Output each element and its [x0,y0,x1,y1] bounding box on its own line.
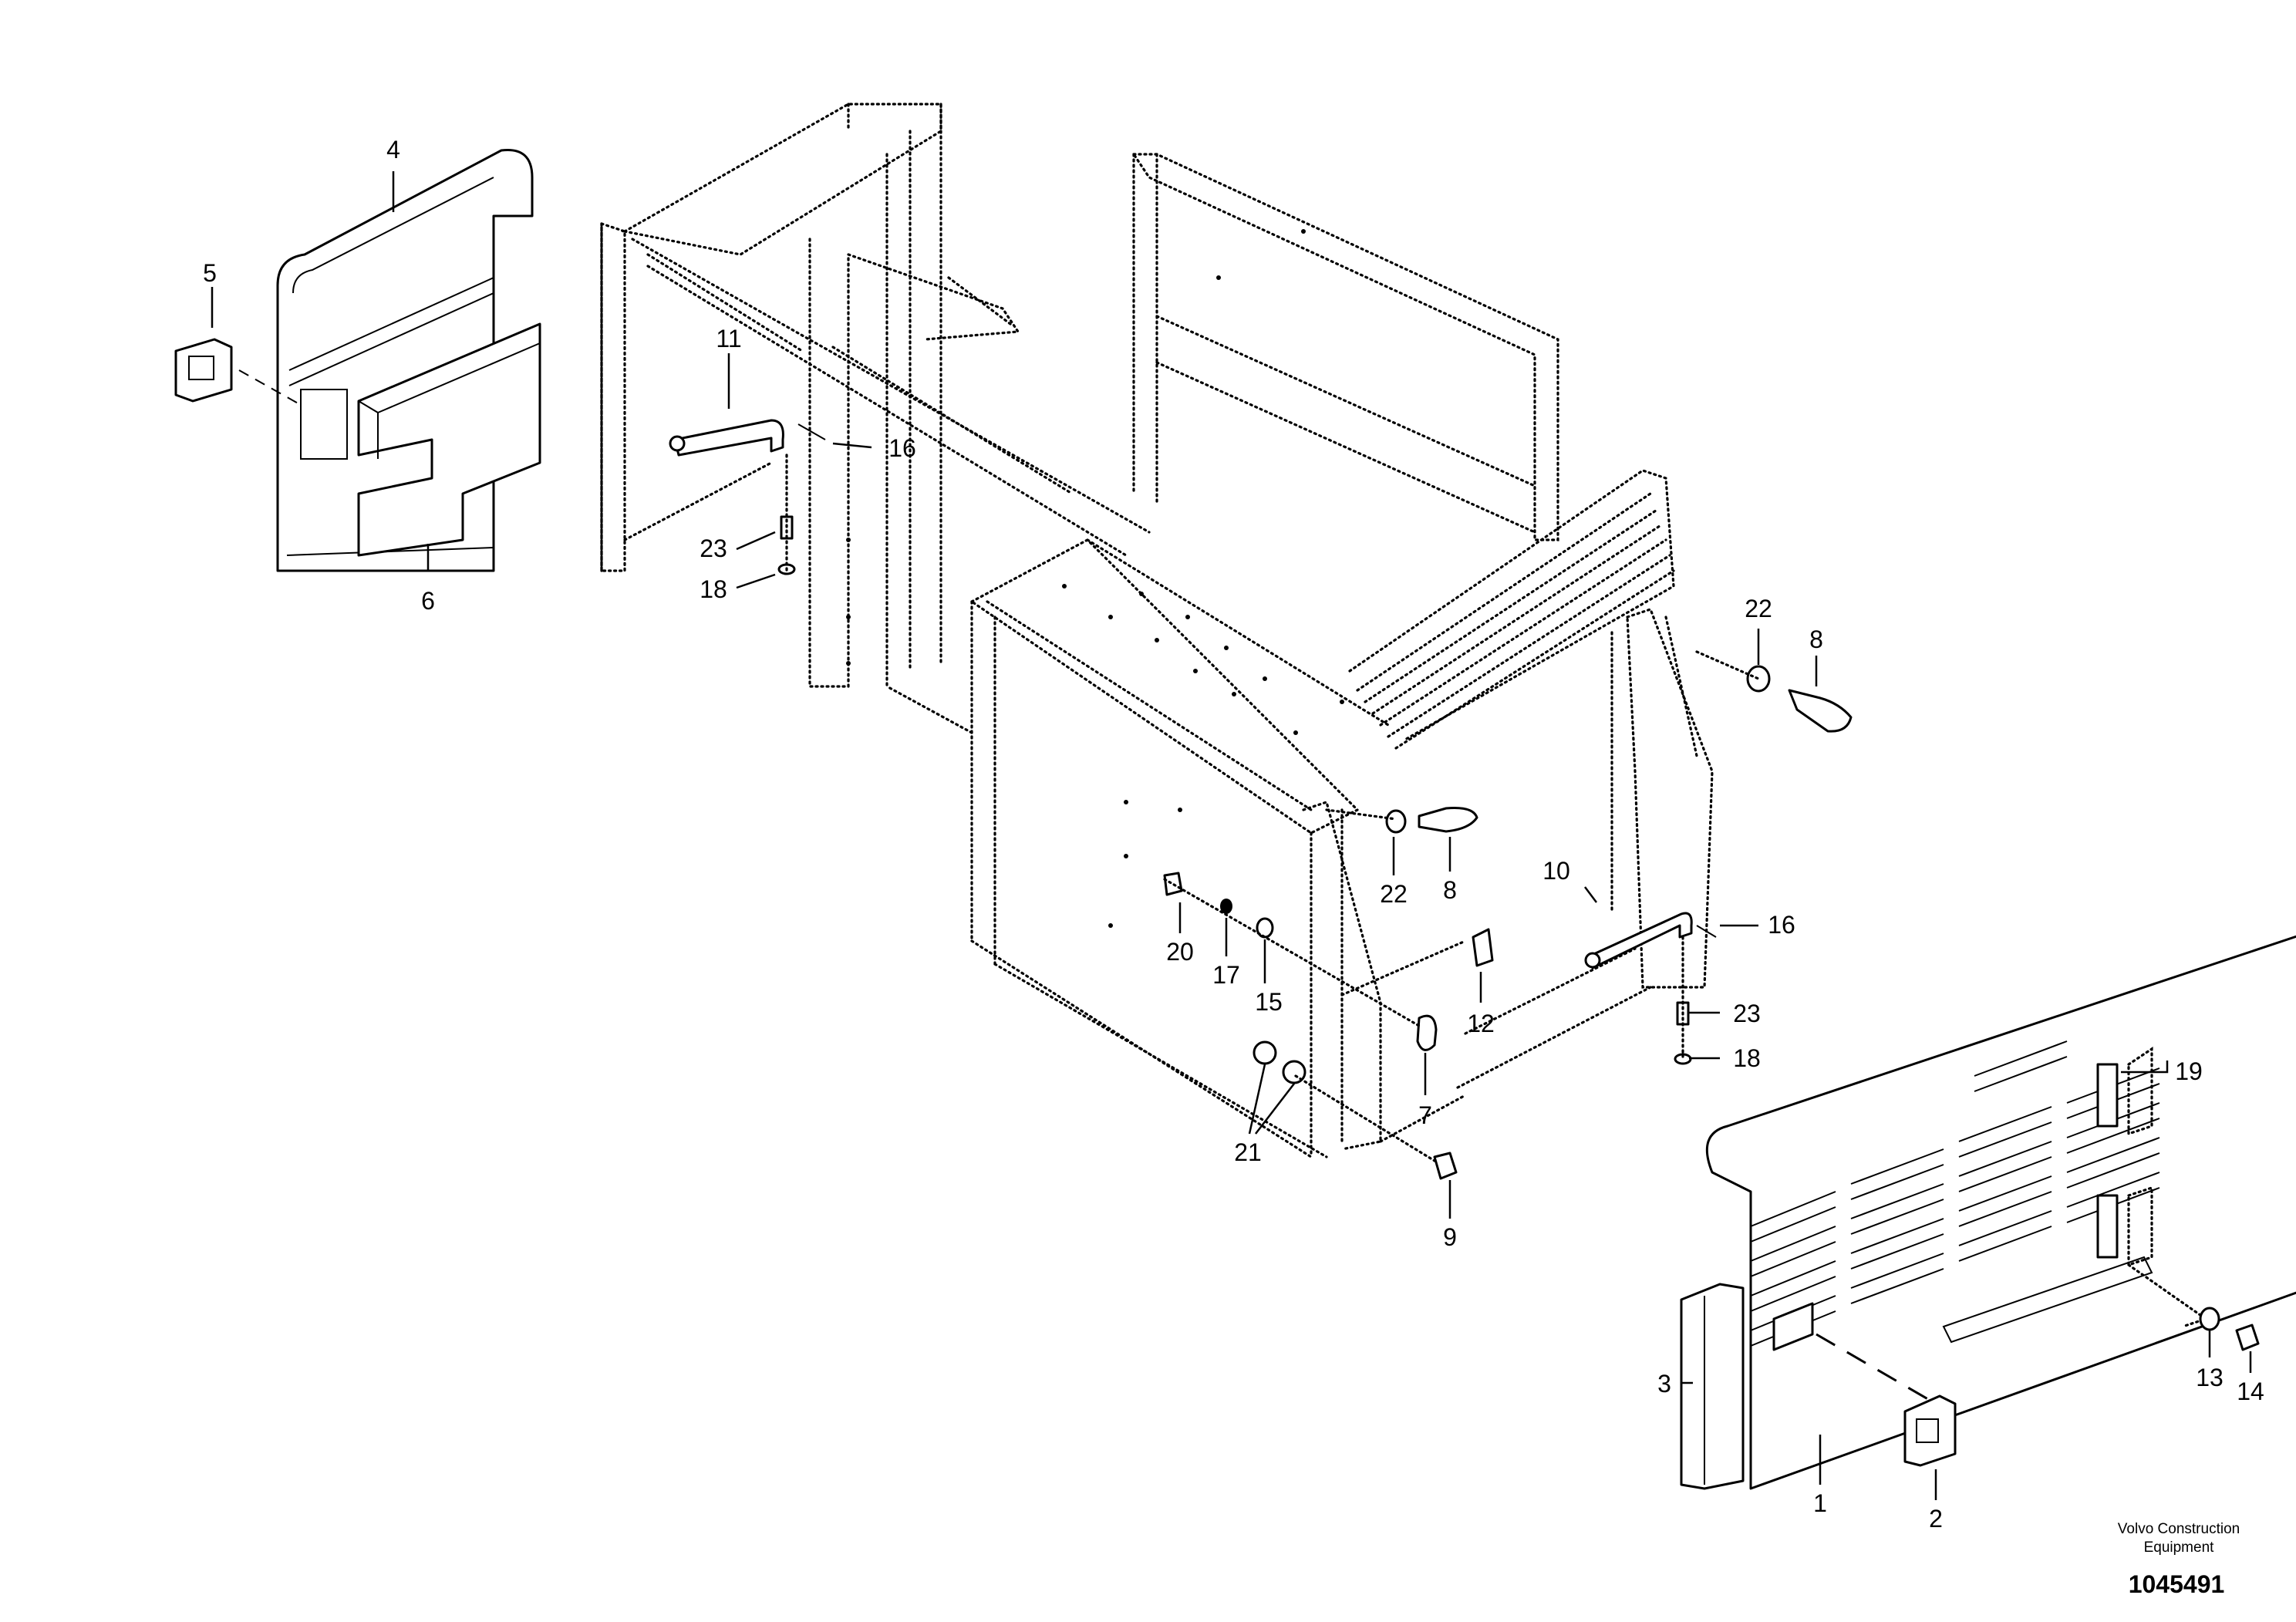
document-number: 1045491 [2129,1570,2225,1598]
callout-22-upper: 22 [1745,595,1772,622]
callout-7: 7 [1418,1101,1432,1129]
callout-18-left: 18 [700,575,727,603]
cab-frame [600,103,1714,1158]
callout-21: 21 [1234,1138,1262,1166]
callout-2: 2 [1929,1505,1943,1533]
part-5-latch [174,338,302,406]
callout-1: 1 [1813,1489,1827,1517]
part-3-seal [1680,1283,1745,1490]
callout-20: 20 [1166,938,1194,966]
callout-15: 15 [1255,988,1283,1016]
footer-brand: Volvo Construction Equipment 1045491 [2118,1521,2240,1598]
callout-16-right: 16 [1768,911,1795,939]
part-12-bracket [1472,928,1494,967]
callout-3: 3 [1657,1370,1671,1398]
callout-labels: 4 5 6 11 16 23 18 22 8 22 8 10 16 23 18 … [203,136,2264,1533]
fasteners-right [1674,650,1853,1065]
part-11-handle [669,419,784,457]
callout-16-left: 16 [888,434,916,462]
callout-6: 6 [421,587,435,615]
callout-4: 4 [386,136,400,164]
callout-9: 9 [1443,1223,1457,1251]
part-10-handle [1584,912,1693,969]
brand-line-1: Volvo Construction [2118,1521,2240,1537]
callout-23-left: 23 [700,534,727,562]
callout-5: 5 [203,259,217,287]
fasteners-13-14 [2127,1263,2260,1351]
callout-11: 11 [716,325,741,352]
part-6-padding [357,322,541,557]
callout-8-upper: 8 [1809,626,1823,653]
part-7-clip [1416,1014,1438,1051]
callout-10: 10 [1542,857,1570,885]
callout-8-middle: 8 [1443,876,1457,904]
callout-19: 19 [2175,1057,2203,1085]
callout-23-right: 23 [1733,1000,1761,1027]
mounting-holes [846,229,1344,928]
leader-lines [211,171,2252,1500]
brand-line-2: Equipment [2144,1539,2215,1556]
callout-22-middle: 22 [1380,880,1408,908]
callout-13: 13 [2196,1364,2224,1391]
fasteners-left [777,423,1478,1180]
part-2-latch [1816,1333,1957,1467]
part-1-side-cover [1705,935,2296,1490]
callout-14: 14 [2237,1378,2264,1405]
callout-17: 17 [1212,961,1240,989]
callout-12: 12 [1467,1010,1495,1037]
callout-18-right: 18 [1733,1044,1761,1072]
